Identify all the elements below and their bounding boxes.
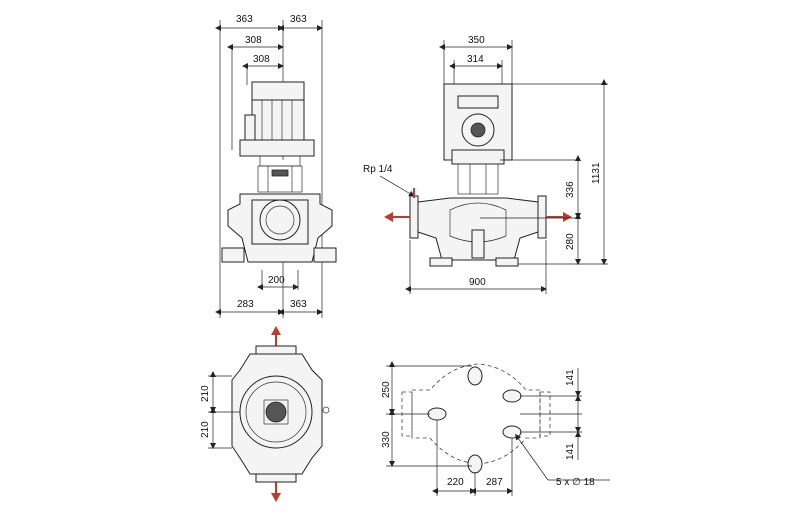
- dim-front-bottom-left: 283: [237, 299, 254, 310]
- dim-side-336: 336: [565, 181, 576, 198]
- dim-base-250: 250: [381, 381, 392, 398]
- base-hole: [427, 407, 447, 421]
- base-hole: [502, 425, 522, 439]
- dim-base-330: 330: [381, 431, 392, 448]
- dim-base-220: 220: [447, 477, 464, 488]
- plan-view: 210 210: [200, 326, 330, 502]
- dim-side-motor-outer: 350: [468, 35, 485, 46]
- dim-front-motor-inner: 308: [253, 54, 270, 65]
- dim-base-141-top: 141: [565, 369, 576, 386]
- dim-side-280: 280: [565, 233, 576, 250]
- side-view: 350 314 Rp 1/4: [363, 35, 608, 294]
- front-view: 363 363 308 308 200: [215, 14, 337, 318]
- dim-base-141-bottom: 141: [565, 443, 576, 460]
- dim-plan-210-top: 210: [200, 385, 211, 402]
- base-hole: [502, 389, 522, 403]
- dim-side-900: 900: [469, 277, 486, 288]
- base-hole: [467, 366, 483, 386]
- dim-front-top-right: 363: [290, 14, 307, 25]
- label-vent-rp: Rp 1/4: [363, 164, 393, 175]
- base-hole: [467, 454, 483, 474]
- dim-front-top-left: 363: [236, 14, 253, 25]
- dim-front-200: 200: [268, 275, 285, 286]
- dim-plan-210-bottom: 210: [200, 421, 211, 438]
- base-view: 250 330 141 141 220 287 5 x ∅ 18: [381, 361, 610, 496]
- dim-side-1131: 1131: [591, 162, 602, 184]
- label-holes: 5 x ∅ 18: [556, 477, 595, 488]
- dim-front-bottom-right: 363: [290, 299, 307, 310]
- dim-base-287: 287: [486, 477, 503, 488]
- dim-front-motor-outer: 308: [245, 35, 262, 46]
- dim-side-motor-inner: 314: [467, 54, 484, 65]
